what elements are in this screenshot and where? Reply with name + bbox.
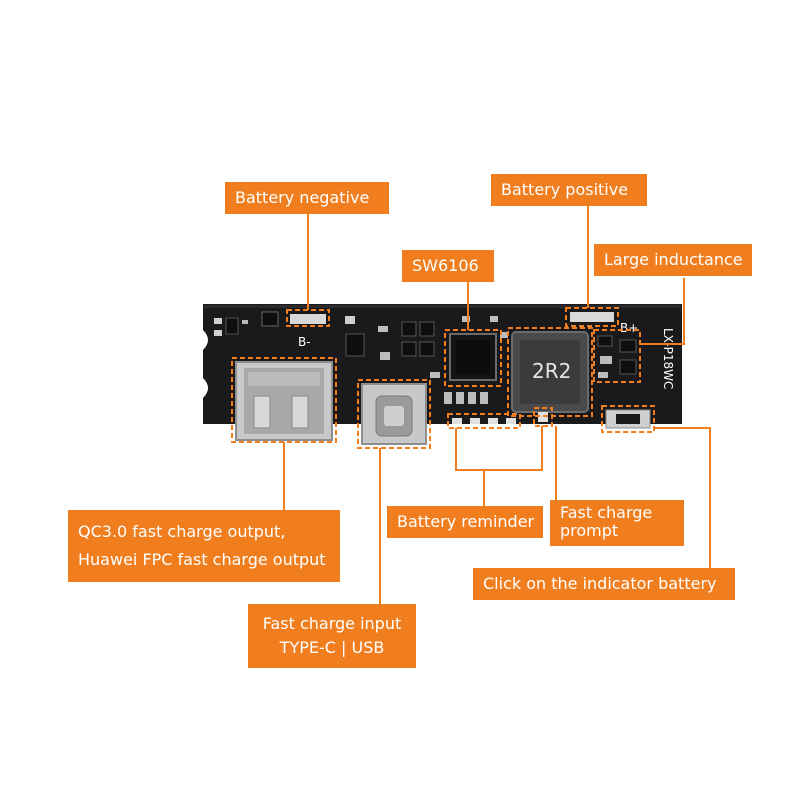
smd-components-left <box>214 311 508 404</box>
callout-fast-charge-input-line1: Fast charge input <box>262 614 402 633</box>
callout-indicator-button-text: Click on the indicator battery <box>483 574 717 593</box>
callout-battery-positive: Battery positive <box>491 174 647 206</box>
callout-large-inductance-text: Large inductance <box>604 250 743 269</box>
callout-large-inductance: Large inductance <box>594 244 752 276</box>
callout-fast-charge-input-line2: TYPE-C | USB <box>279 638 385 657</box>
callout-indicator-button: Click on the indicator battery <box>473 568 735 600</box>
sw6106-chip <box>449 333 497 381</box>
leader-lines <box>283 205 711 604</box>
callout-fast-charge-prompt-line2: prompt <box>560 521 619 540</box>
callout-battery-negative-text: Battery negative <box>235 188 370 207</box>
callout-fast-charge-prompt: Fast charge prompt <box>550 500 684 546</box>
highlight-battery-positive <box>565 307 619 327</box>
callout-fast-charge-prompt-line1: Fast charge <box>560 503 653 522</box>
silkscreen-b-plus: B+ <box>620 321 638 335</box>
callout-qc-output-line2: Huawei FPC fast charge output <box>78 550 326 569</box>
highlight-inductor <box>507 327 593 417</box>
type-c-input-port <box>361 383 427 445</box>
highlight-sw6106 <box>444 329 502 387</box>
callout-battery-reminder-text: Battery reminder <box>397 512 535 531</box>
highlight-type-c <box>357 379 431 449</box>
callout-qc-output: QC3.0 fast charge output, Huawei FPC fas… <box>68 510 340 582</box>
smd-components-right <box>597 335 637 378</box>
inductor-marking: 2R2 <box>532 359 571 383</box>
battery-positive-pad <box>570 312 614 322</box>
large-inductor: 2R2 <box>511 331 589 413</box>
highlight-button <box>601 405 655 433</box>
highlight-leds <box>447 413 521 429</box>
callout-battery-negative: Battery negative <box>225 182 389 214</box>
battery-reminder-leds <box>452 418 516 424</box>
callout-sw6106: SW6106 <box>402 250 494 282</box>
callout-battery-positive-text: Battery positive <box>501 180 629 199</box>
battery-negative-pad <box>290 314 326 324</box>
callout-fast-charge-input: Fast charge input TYPE-C | USB <box>248 604 416 668</box>
indicator-push-button <box>605 409 651 429</box>
silkscreen-b-minus: B- <box>298 335 311 349</box>
callout-qc-output-line1: QC3.0 fast charge output, <box>78 522 286 541</box>
callout-battery-reminder: Battery reminder <box>387 506 543 538</box>
highlight-right-components <box>593 329 641 383</box>
callout-sw6106-text: SW6106 <box>412 256 479 275</box>
usb-output-port <box>235 361 333 441</box>
model-marking: LX-P18WC <box>661 328 675 389</box>
